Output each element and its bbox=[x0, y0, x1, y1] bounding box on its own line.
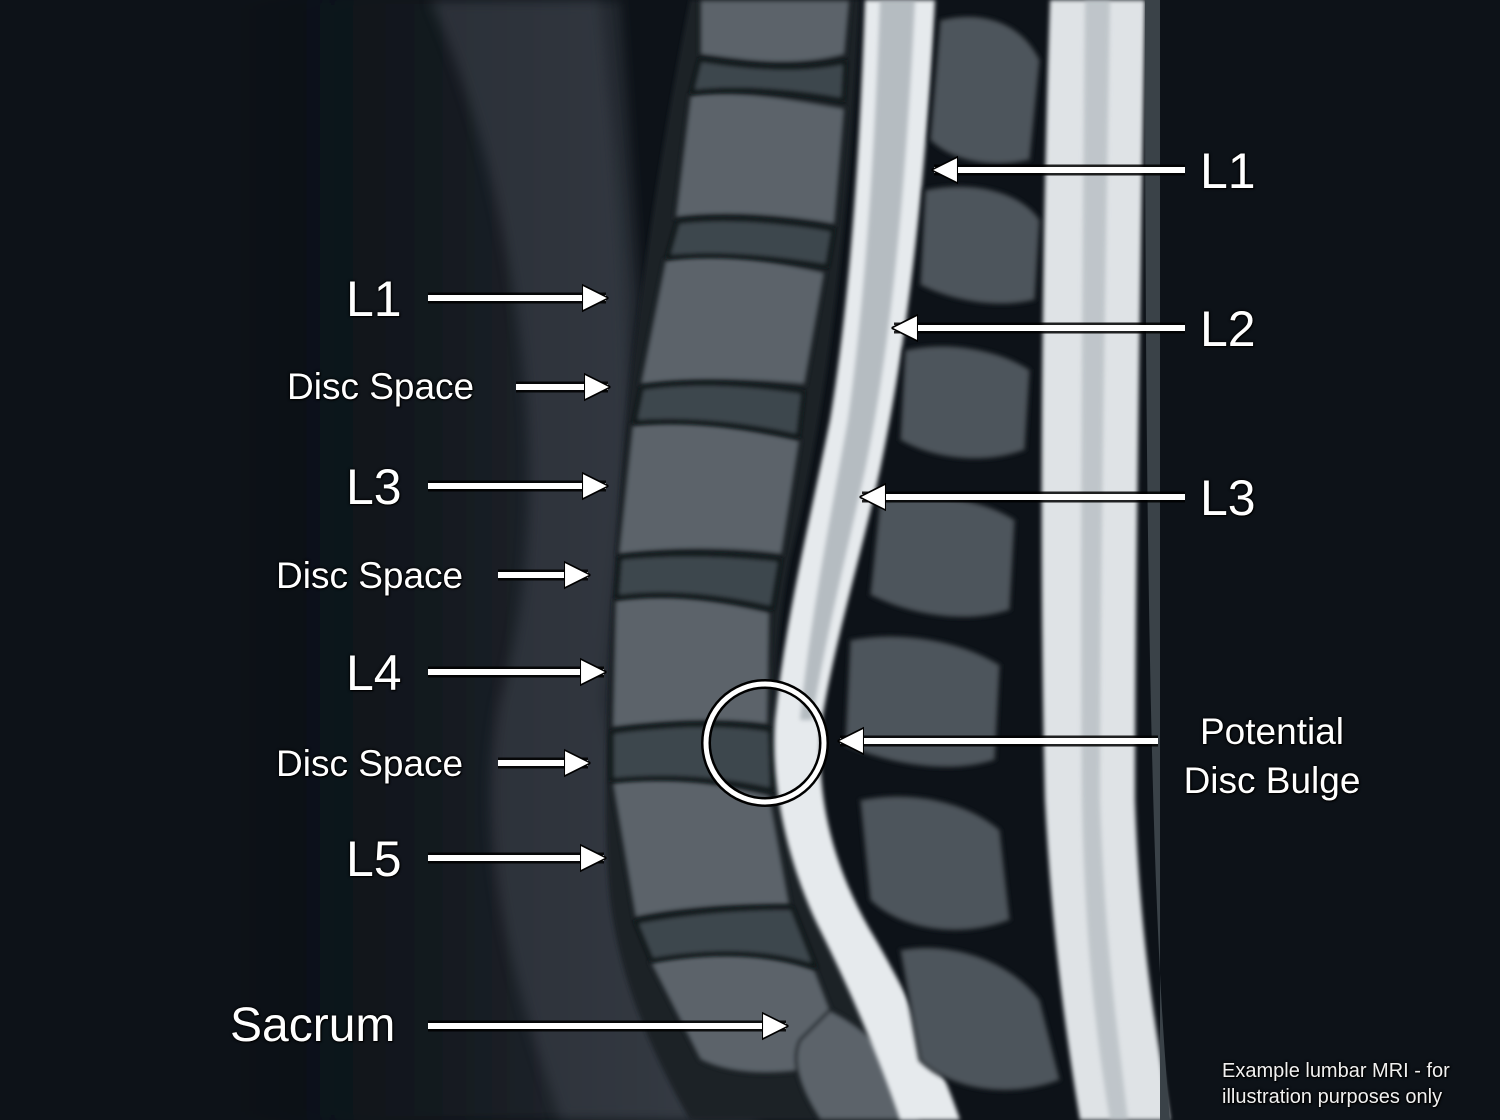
label-right-l1: L1 bbox=[1200, 143, 1256, 199]
label-left-l1: L1 bbox=[346, 271, 402, 327]
footnote: Example lumbar MRI - for illustration pu… bbox=[1222, 1058, 1450, 1110]
label-sacrum: Sacrum bbox=[230, 999, 396, 1052]
footnote-line-2: illustration purposes only bbox=[1222, 1086, 1443, 1108]
callout-line-1: Potential bbox=[1200, 711, 1344, 752]
callout-disc-bulge: Potential Disc Bulge bbox=[1172, 707, 1372, 805]
footnote-line-1: Example lumbar MRI - for bbox=[1222, 1060, 1450, 1082]
label-left-disc-space-2: Disc Space bbox=[276, 555, 464, 596]
label-left-l5: L5 bbox=[346, 831, 402, 887]
callout-line-2: Disc Bulge bbox=[1183, 760, 1361, 801]
label-left-disc-space-1: Disc Space bbox=[287, 366, 475, 407]
label-left-disc-space-3: Disc Space bbox=[276, 743, 464, 784]
label-left-l4: L4 bbox=[346, 645, 402, 701]
label-left-l3: L3 bbox=[346, 459, 402, 515]
label-right-l2: L2 bbox=[1200, 301, 1256, 357]
label-right-l3: L3 bbox=[1200, 470, 1256, 526]
